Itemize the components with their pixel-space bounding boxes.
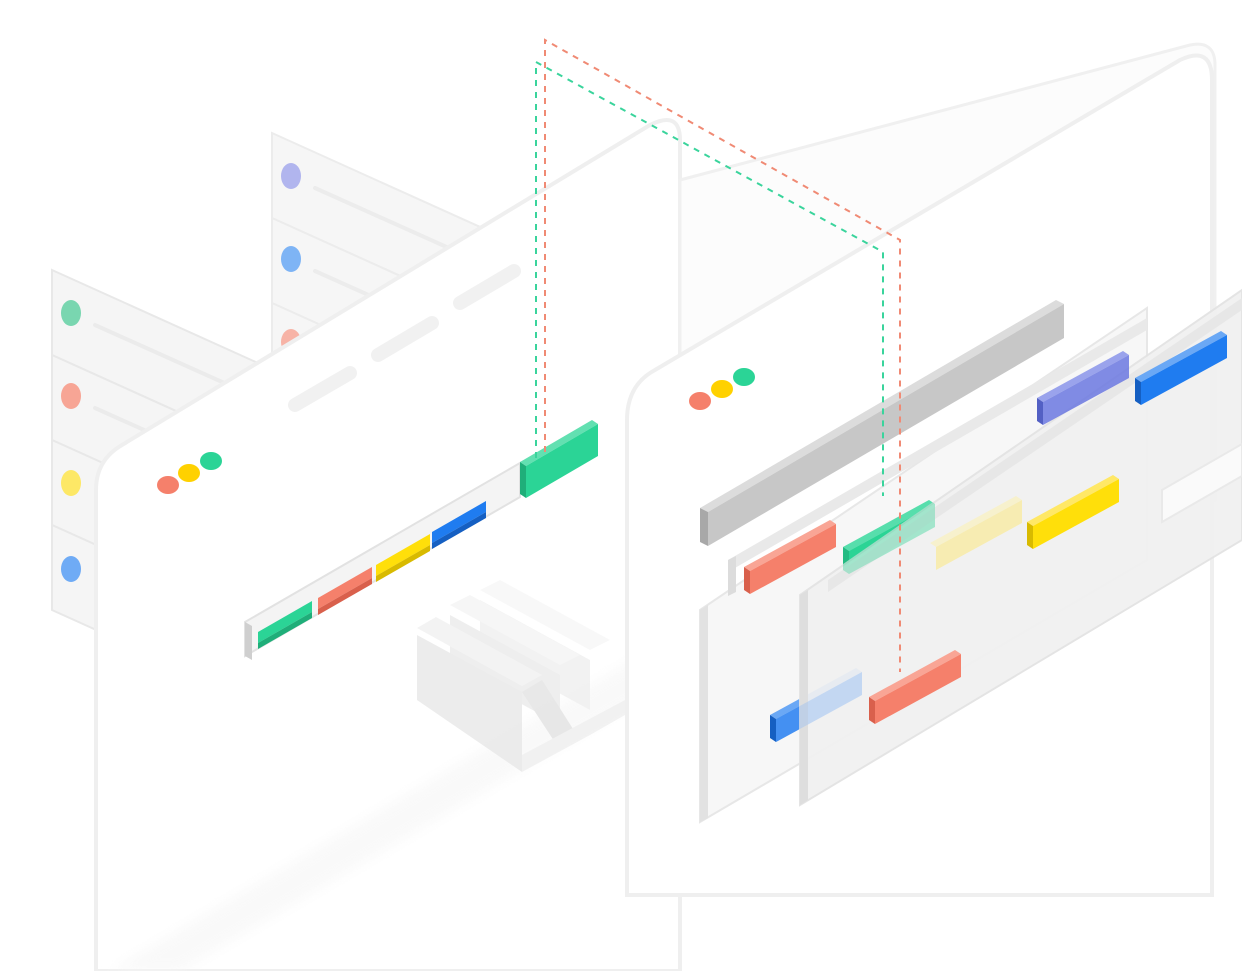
red-connector [544,38,901,672]
red-bar [869,650,961,724]
green-bar [258,601,312,643]
yellow-dot-icon [178,464,200,482]
blue-bar [432,501,486,543]
yellow-bar [1027,475,1119,549]
ghost-blocks [417,580,625,772]
content-panel [728,318,1147,596]
menu-pills [288,264,521,412]
palette-toolbar [244,461,521,660]
yellow-ghost-bar [930,496,1022,570]
red-bar [744,520,836,594]
green-dot-icon [61,300,81,326]
blue-ghost-bar [776,672,862,742]
connector-lines [535,38,901,672]
front-panel [776,288,1242,807]
window-controls [689,368,755,410]
red-dot-icon [689,392,711,410]
yellow-bar [376,534,430,576]
red-dot-icon [61,383,81,409]
yellow-dot-icon [61,470,81,496]
window-controls [157,452,222,494]
green-connector [535,60,884,496]
red-bar [318,567,372,609]
green-selected-block [520,420,598,498]
blue-dot-icon [281,246,301,272]
green-dot-icon [200,452,222,470]
purple-bar [1037,351,1129,425]
gray-header-bar [700,300,1064,546]
left-window [94,118,740,971]
yellow-dot-icon [711,380,733,398]
purple-dot-icon [281,163,301,189]
green-dot-icon [733,368,755,386]
blue-bar [1135,331,1227,405]
red-dot-icon [157,476,179,494]
blue-dot-icon [61,556,81,582]
